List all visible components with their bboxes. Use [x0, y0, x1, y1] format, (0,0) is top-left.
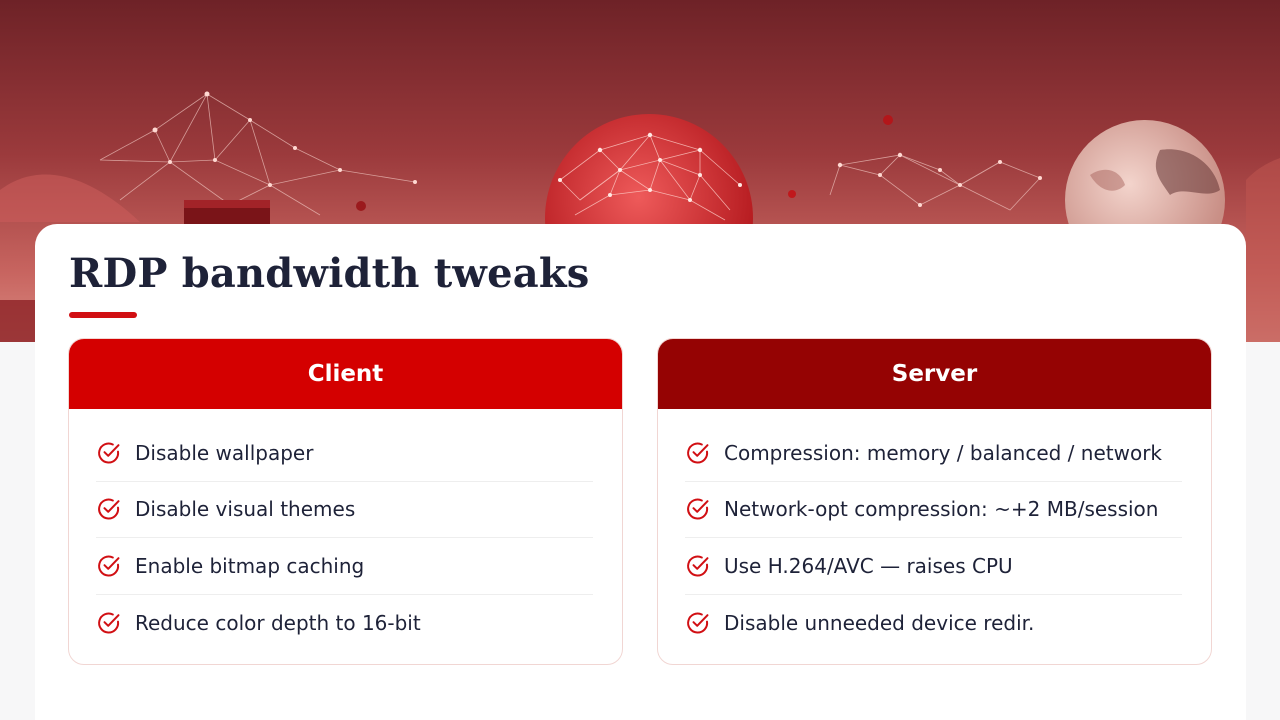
- list-item: Use H.264/AVC — raises CPU: [685, 538, 1182, 595]
- list-item: Disable visual themes: [96, 482, 593, 538]
- list-item: Network-opt compression: ~+2 MB/session: [685, 482, 1182, 538]
- list-item-text: Reduce color depth to 16-bit: [135, 610, 421, 635]
- list-item-text: Disable visual themes: [135, 497, 356, 522]
- client-panel: Client Disable wallpaper Disable visual …: [68, 338, 623, 665]
- check-circle-icon: [685, 610, 711, 636]
- list-item: Enable bitmap caching: [96, 538, 593, 595]
- content-card: RDP bandwidth tweaks Client Disable wall…: [35, 224, 1246, 720]
- list-item: Disable wallpaper: [96, 425, 593, 482]
- client-panel-header: Client: [69, 339, 622, 409]
- list-item-text: Compression: memory / balanced / network: [724, 440, 1162, 465]
- server-list: Compression: memory / balanced / network…: [658, 425, 1211, 651]
- list-item: Compression: memory / balanced / network: [685, 425, 1182, 482]
- list-item-text: Enable bitmap caching: [135, 553, 365, 578]
- check-circle-icon: [685, 440, 711, 466]
- server-panel: Server Compression: memory / balanced / …: [657, 338, 1212, 665]
- check-circle-icon: [96, 610, 122, 636]
- server-panel-header: Server: [658, 339, 1211, 409]
- check-circle-icon: [685, 553, 711, 579]
- check-circle-icon: [96, 440, 122, 466]
- list-item-text: Network-opt compression: ~+2 MB/session: [724, 497, 1159, 522]
- check-circle-icon: [96, 496, 122, 522]
- list-item: Reduce color depth to 16-bit: [96, 595, 593, 652]
- check-circle-icon: [685, 496, 711, 522]
- client-list: Disable wallpaper Disable visual themes …: [69, 425, 622, 651]
- list-item-text: Use H.264/AVC — raises CPU: [724, 553, 1013, 578]
- title-underline: [69, 312, 137, 318]
- check-circle-icon: [96, 553, 122, 579]
- list-item: Disable unneeded device redir.: [685, 595, 1182, 652]
- list-item-text: Disable unneeded device redir.: [724, 610, 1035, 635]
- list-item-text: Disable wallpaper: [135, 440, 314, 465]
- slide-title: RDP bandwidth tweaks: [69, 250, 590, 297]
